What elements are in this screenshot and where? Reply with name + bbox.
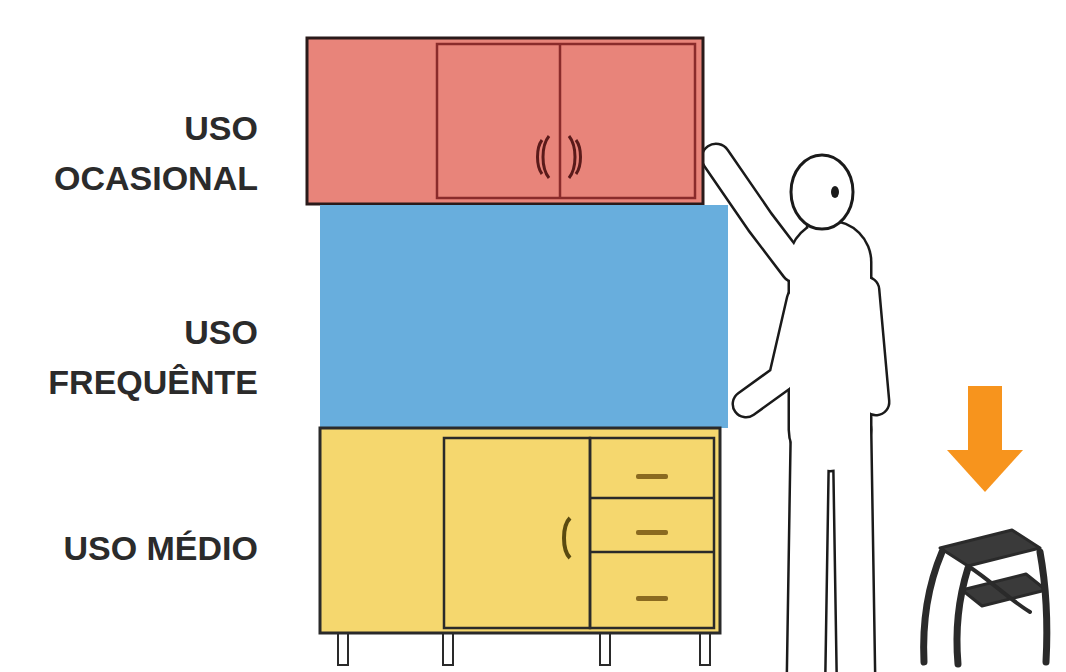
zone-label: USO FREQUÊNTE <box>18 307 258 407</box>
zone-label: USO MÉDIO <box>18 523 258 573</box>
cabinet-drawing <box>318 426 724 668</box>
cabinet-drawing <box>305 36 705 208</box>
wall-band: USO FREQUÊNTE <box>320 205 728 428</box>
zone-label: USO OCASIONAL <box>18 103 258 203</box>
base-cabinet: USO MÉDIO <box>318 426 724 668</box>
person-figure <box>716 155 876 672</box>
cabinet-drawing <box>320 205 728 428</box>
wall-cabinet: USO OCASIONAL <box>305 36 705 208</box>
down-arrow <box>947 386 1023 492</box>
step-stool <box>924 530 1047 664</box>
